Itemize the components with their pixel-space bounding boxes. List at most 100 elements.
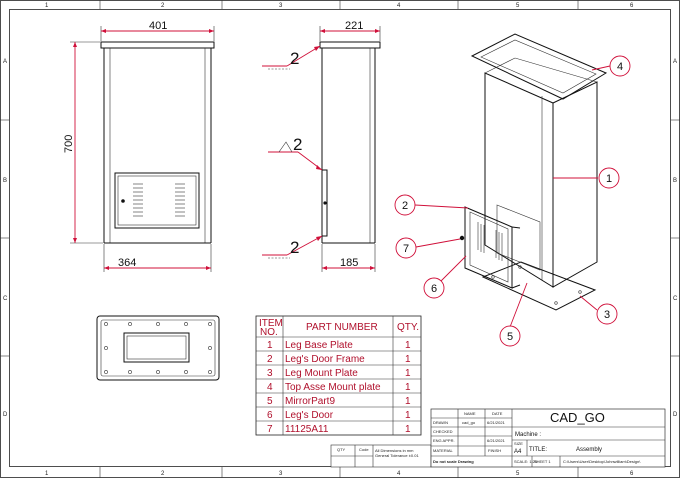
front-view [100,41,215,244]
balloon-number: 2 [402,200,408,212]
bom-cell-qty: 1 [405,354,411,365]
eng-appr-label: ENG APPR. [433,438,455,443]
bom-cell-item: 1 [267,340,273,351]
door-vents [477,222,503,261]
company-name: CAD_GO [550,410,605,425]
title-value: Assembly [576,447,602,453]
dim-front-inner-width: 364 [118,257,136,269]
bom-table: ITEM NO. PART NUMBER QTY. 1 Leg Base Pla… [255,315,422,436]
scale-label: SCALE: 1:20 [514,459,538,464]
balloon-1: 1 [553,167,620,189]
sheet-label: SHEET 1 [534,459,551,464]
bom-cell-item: 5 [267,396,273,407]
drawn-date: 6/21/2021 [487,420,506,425]
mount-holes [104,322,212,374]
checked-label: CHECKED [433,429,453,434]
bom-cell-qty: 1 [405,396,411,407]
size-label: SIZE [514,441,523,446]
do-not-scale: Do not scale Drawing [433,459,474,464]
balloon-number: 3 [604,309,610,321]
weld-symbol-middle: 2 [268,135,323,171]
bom-header-item: NO. [260,327,278,338]
row-label: A [3,59,7,65]
bom-cell-qty: 1 [405,410,411,421]
bom-cell-part: Leg Base Plate [285,340,353,351]
bom-header-item: ITEM [259,318,283,329]
vent-slots-right [175,183,185,217]
weld-symbol-top: 2 [262,45,321,70]
balloon-number: 1 [606,173,612,185]
title-label: TITLE: [529,447,547,453]
grid-labels: 1 2 3 4 5 6 1 2 3 4 5 6 A B C D A B C D [3,3,678,477]
bom-cell-qty: 1 [405,382,411,393]
side-view [319,41,381,244]
drawn-label: DRAWN [433,420,448,425]
general-note-1: All Dimensions in mm [375,448,414,453]
balloon-7: 7 [395,237,461,259]
balloon-2: 2 [394,194,469,216]
dim-side-depth: 185 [340,257,358,269]
bom-cell-part: MirrorPart9 [285,396,335,407]
name-label: NAME [464,411,476,416]
row-label: A [673,59,677,65]
col-label: 4 [397,471,401,477]
eng-appr-date: 6/21/2021 [487,438,506,443]
bom-cell-item: 3 [267,368,273,379]
dim-front-height: 700 [63,135,75,153]
weld-symbol-bottom: 2 [262,235,323,259]
balloon-number: 7 [403,243,409,255]
bom-cell-part: Leg's Door [285,410,334,421]
row-label: C [3,296,8,302]
col-label: 2 [161,471,165,477]
row-label: B [673,178,677,184]
title-block: QTY Code All Dimensions in mm General To… [330,408,666,468]
date-label: DATE [492,411,503,416]
row-label: D [3,412,8,418]
balloon-3: 3 [579,295,618,325]
balloon-5: 5 [499,282,528,347]
balloon-6: 6 [423,255,467,299]
machine-label: Machine : [515,432,541,438]
dim-front-width: 401 [149,20,167,32]
isometric-view [459,33,608,311]
col-label: 5 [516,3,520,9]
side-dimensions: 221 185 [319,20,381,272]
bom-cell-item: 7 [267,424,273,435]
balloon-number: 5 [507,331,513,343]
col-label: 3 [279,3,283,9]
col-label: 5 [516,471,520,477]
bom-cell-qty: 1 [405,340,411,351]
bom-cell-item: 4 [267,382,273,393]
row-label: C [673,296,678,302]
size-value: A4 [514,449,522,455]
code-label: Code [359,447,369,452]
weld-size-label: 2 [290,238,299,257]
top-view [96,315,220,381]
bom-cell-qty: 1 [405,368,411,379]
row-label: D [673,412,678,418]
col-label: 3 [279,471,283,477]
material-label: MATERIAL [433,448,453,453]
vent-slots-left [133,183,143,217]
col-label: 1 [45,3,49,9]
bom-cell-part: 11125A11 [285,424,329,435]
qty-label: QTY [337,447,346,452]
bom-cell-part: Leg's Door Frame [285,354,365,365]
balloon-number: 6 [431,283,437,295]
balloon-4: 4 [591,55,631,77]
col-label: 1 [45,471,49,477]
col-label: 6 [630,3,634,9]
bom-cell-part: Leg Mount Plate [285,368,358,379]
bom-cell-item: 2 [267,354,273,365]
weld-size-label: 2 [290,49,299,68]
finish-label: FINISH [488,448,501,453]
col-label: 2 [161,3,165,9]
bom-cell-qty: 1 [405,424,411,435]
bom-header-part: PART NUMBER [306,322,378,333]
dim-side-width: 221 [345,20,363,32]
general-note-2: General Tolerance ±0.01 [375,453,419,458]
bom-cell-item: 6 [267,410,273,421]
bom-cell-part: Top Asse Mount plate [285,382,381,393]
file-path: C:\Users\User\Desktop\Johnwilliam\Design… [563,459,641,464]
